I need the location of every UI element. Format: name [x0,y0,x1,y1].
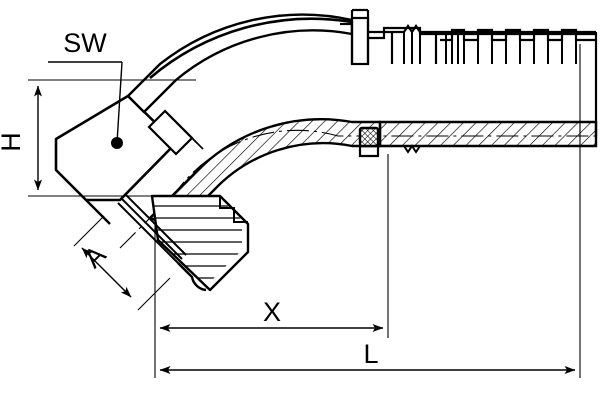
sealing-face [117,194,207,292]
hose-barb-profile [340,8,598,136]
dimension-label-sw: SW [63,28,107,58]
barb-serrations-lower [392,144,436,154]
nut-bottom-corner [85,199,111,225]
seal-oring [358,126,380,148]
hose-barb-upper [350,16,596,66]
dimension-h: H [0,79,196,197]
nut-section-hatched [150,194,250,292]
dimension-label-l: L [363,339,378,369]
collar-shoulder-step [358,144,392,158]
barb-serrations-upper [403,32,577,64]
drawing-geometry [54,8,598,292]
dimension-x: X [154,154,389,338]
dimension-label-x: X [263,297,281,327]
barb-taper-outline [440,28,596,42]
nut-body-interface-rings [147,109,204,156]
dimension-label-h: H [0,132,26,152]
dimension-l: L [154,44,581,378]
sw-leader-dot [111,137,123,149]
shank-lower-section [378,120,598,148]
dimension-sw: SW [48,28,123,149]
dimension-label-a: A [78,240,112,274]
